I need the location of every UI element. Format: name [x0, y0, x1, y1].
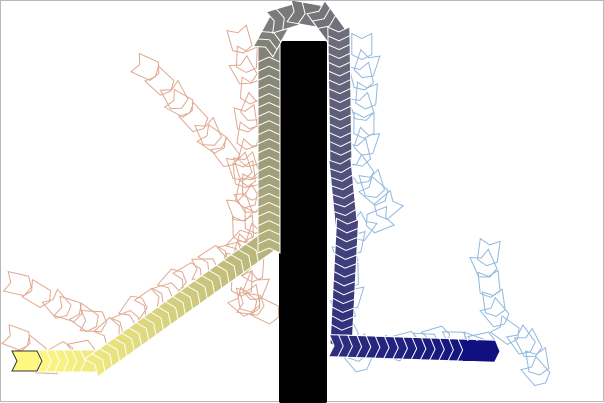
- peach-ghost-trail: [2, 270, 32, 297]
- blue-ghost-trail: [348, 61, 375, 91]
- blue-ghost-trail: [358, 168, 386, 199]
- trail-tail: [11, 350, 43, 372]
- peach-ghost-trail: [53, 295, 83, 323]
- blue-ghost-trail: [355, 81, 378, 110]
- blue-ghost-trail: [477, 269, 501, 298]
- blue-ghost-trail: [344, 153, 375, 184]
- peach-ghost-trail: [68, 302, 99, 333]
- peach-ghost-trail: [235, 283, 261, 313]
- blue-ghost-trail: [351, 32, 373, 61]
- peach-ghost-trail: [236, 121, 261, 150]
- peach-ghost-trail: [177, 101, 209, 133]
- peach-ghost-trail: [225, 151, 253, 181]
- peach-ghost-trail: [163, 88, 194, 118]
- peach-ghost-trail: [232, 159, 256, 189]
- blue-ghost-trail: [513, 327, 543, 358]
- peach-ghost-trail: [79, 309, 108, 333]
- peach-ghost-trail: [194, 116, 223, 146]
- blue-ghost-trail: [505, 324, 536, 355]
- peach-ghost-trail: [117, 295, 148, 326]
- peach-ghost-trail: [226, 24, 253, 54]
- trail-head: [463, 341, 489, 361]
- peach-ghost-trail: [235, 291, 265, 316]
- chevron-trail: [11, 1, 501, 378]
- blue-ghost-trail: [479, 296, 510, 328]
- peach-ghost-trail: [249, 296, 279, 325]
- peach-ghost-trail: [242, 270, 271, 301]
- peach-ghost-trail: [233, 103, 258, 133]
- black-wall: [279, 41, 327, 403]
- peach-ghost-trail: [159, 79, 189, 110]
- peach-ghost-trail: [196, 123, 227, 154]
- peach-ghost-trail: [156, 268, 187, 300]
- peach-ghost-trail: [228, 54, 258, 85]
- peach-ghost-trail: [230, 268, 253, 297]
- peach-ghost-trail: [21, 278, 52, 309]
- blue-ghost-trail: [489, 315, 520, 345]
- peach-ghost-trail: [41, 288, 72, 319]
- blue-ghost-trail: [519, 355, 551, 387]
- blue-ghost-trail: [353, 111, 375, 139]
- blue-ghost-trail: [353, 48, 381, 79]
- blue-ghost-trail: [365, 205, 396, 234]
- peach-ghost-trail: [130, 52, 160, 81]
- blue-ghost-trail: [481, 288, 506, 317]
- blue-ghost-trail: [353, 126, 381, 156]
- blue-ghost-trail: [524, 346, 550, 376]
- peach-ghost-trail: [235, 45, 258, 74]
- blue-ghost-trail: [476, 237, 501, 267]
- peach-ghost-trail: [143, 65, 175, 96]
- ghost-trails: [1, 24, 551, 387]
